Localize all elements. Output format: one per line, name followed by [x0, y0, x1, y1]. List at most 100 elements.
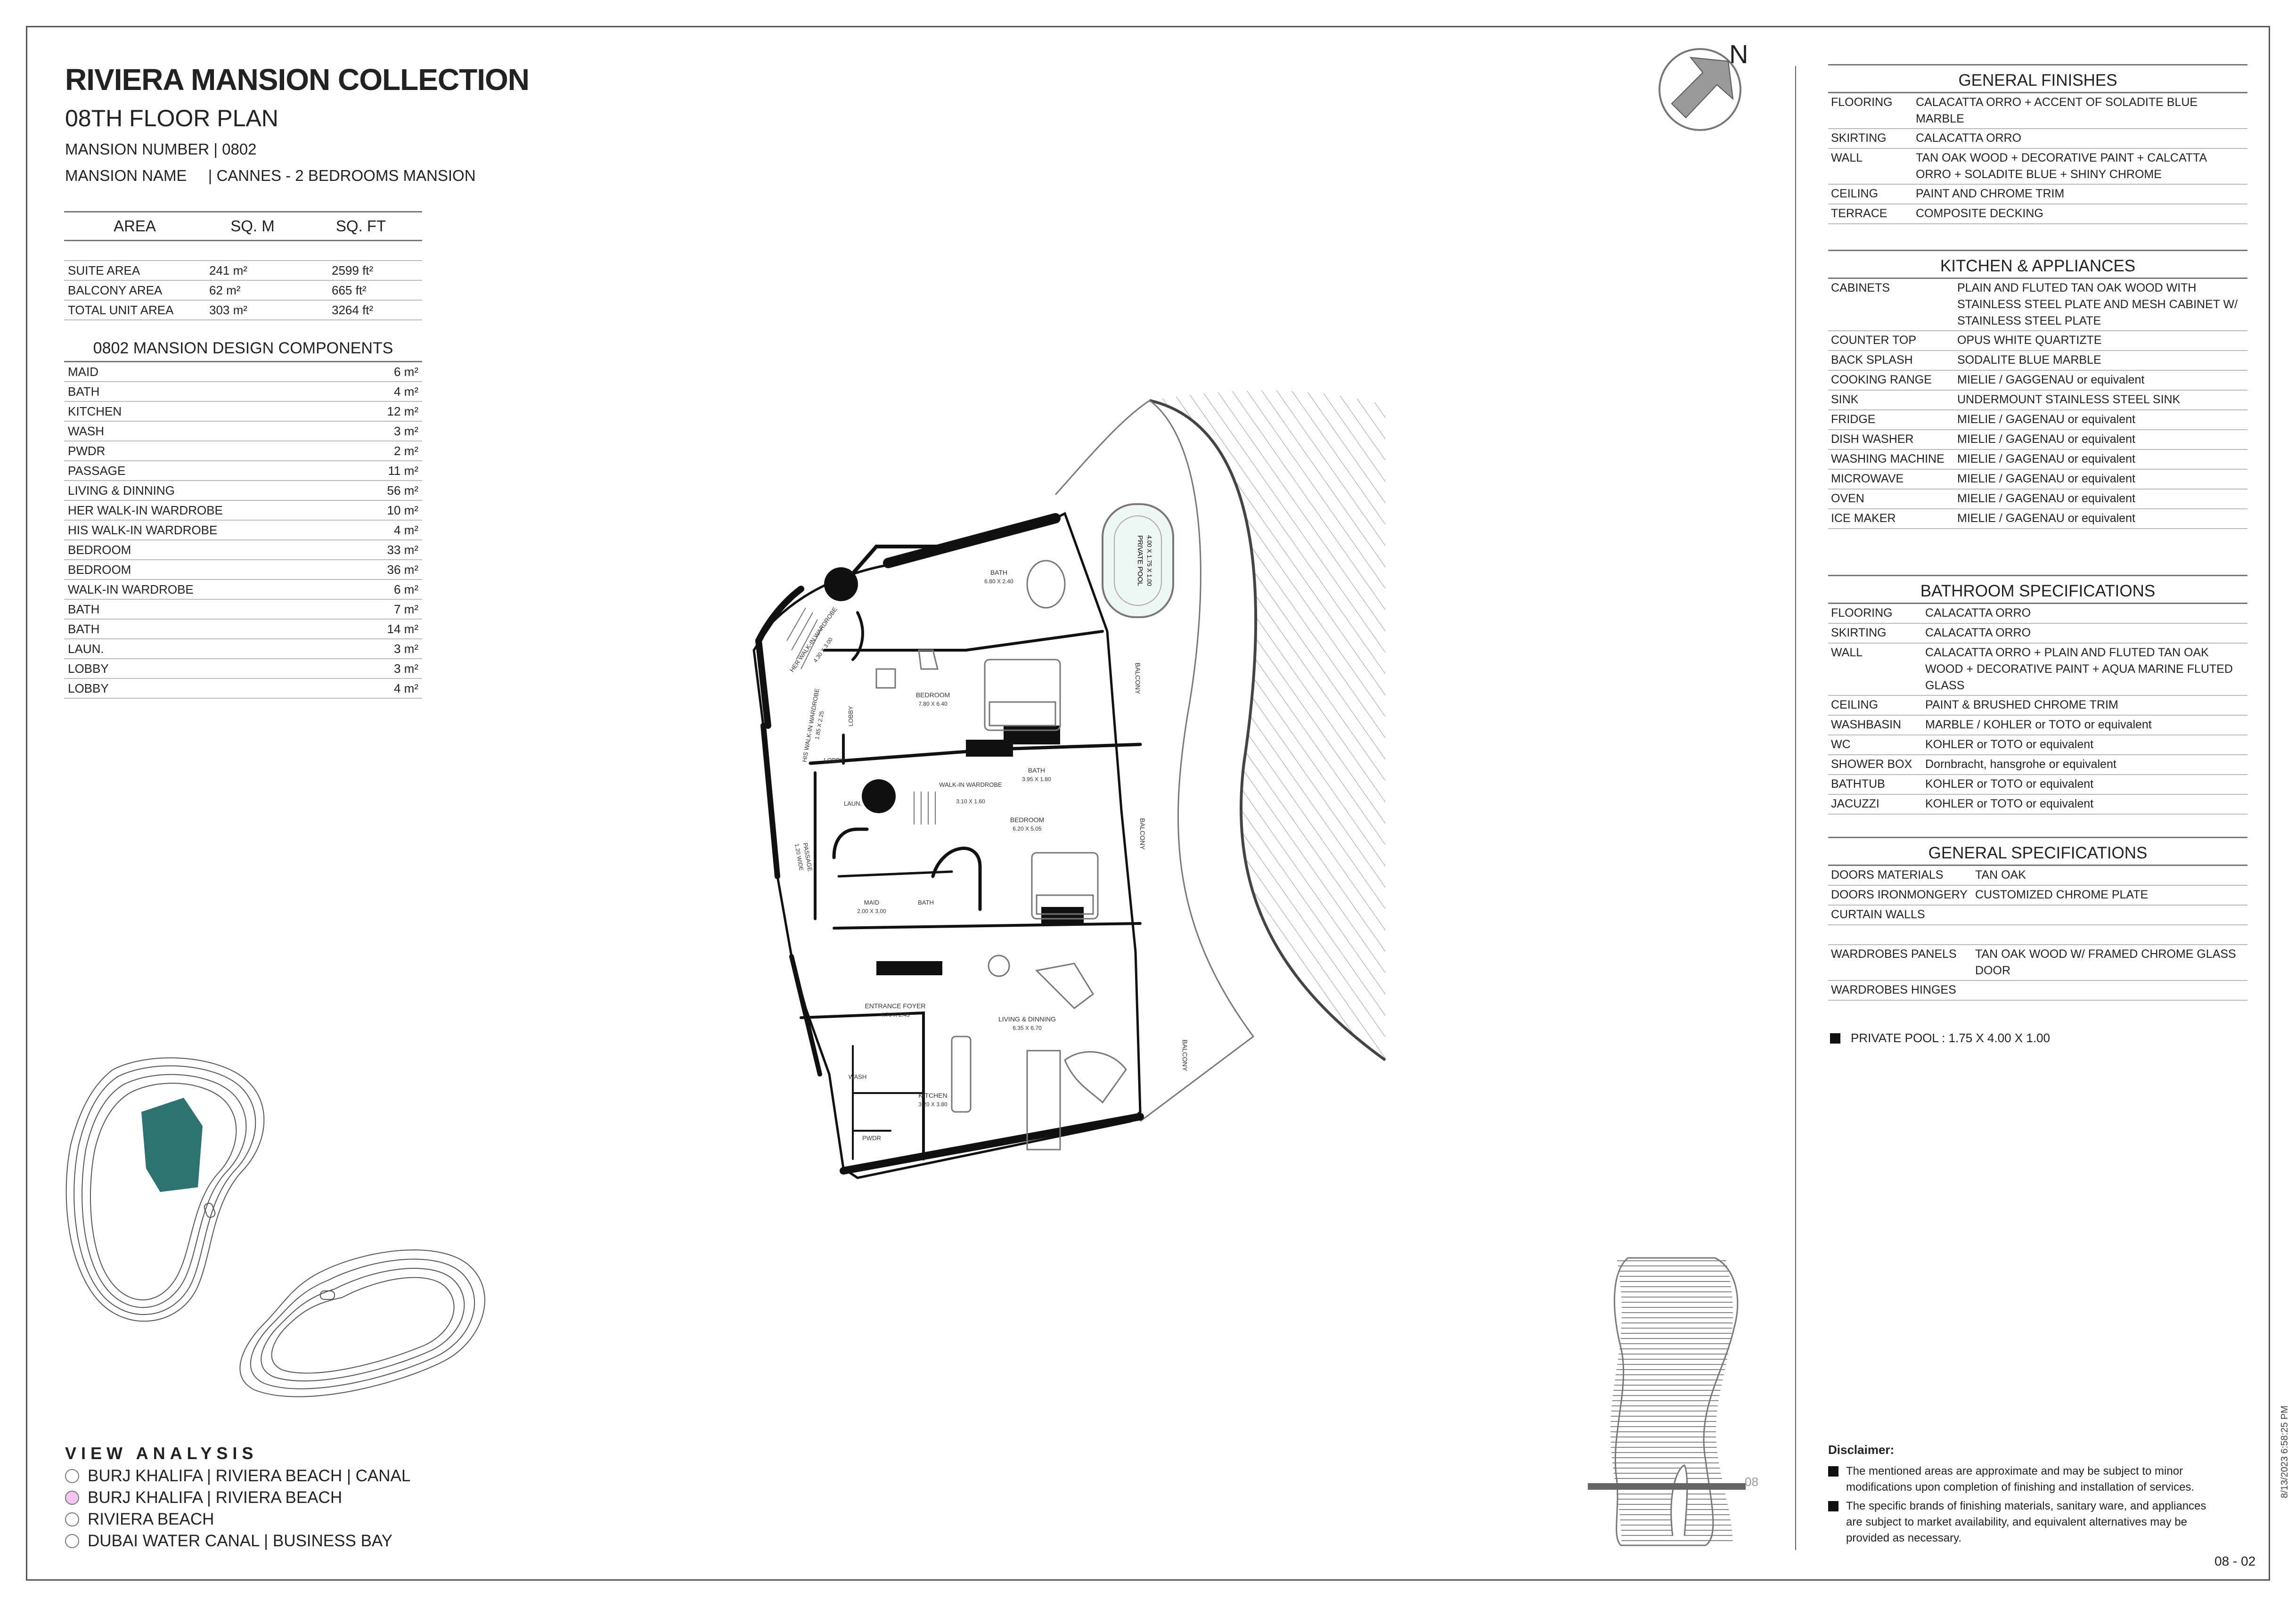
component-name: KITCHEN [68, 404, 122, 418]
spec-value: COMPOSITE DECKING [1916, 207, 2043, 220]
component-area: 14 m² [387, 621, 418, 636]
disclaimer-title: Disclaimer: [1828, 1443, 1895, 1457]
component-area: 3 m² [394, 661, 418, 676]
floor-title: 08TH FLOOR PLAN [65, 105, 278, 131]
component-name: BEDROOM [68, 562, 131, 577]
spec-value: OPUS WHITE QUARTIZTE [1957, 334, 2102, 347]
spec-value [1975, 982, 2245, 999]
area-row: BALCONY AREA 62 m² 665 ft² [64, 281, 422, 301]
spec-value: PAINT & BRUSHED CHROME TRIM [1925, 698, 2118, 711]
spec-row: CABINETS PLAIN AND FLUTED TAN OAK WOOD WI… [1828, 279, 2247, 331]
general-specs-title: GENERAL SPECIFICATIONS [1828, 837, 2247, 866]
spec-key: WALL [1831, 646, 1863, 659]
component-area: 6 m² [394, 364, 418, 379]
spec-key: SKIRTING [1831, 626, 1887, 639]
area-table: AREA SQ. M SQ. FT SUITE AREA 241 m² 2599… [64, 211, 422, 320]
component-name: BATH [68, 621, 100, 636]
spec-value [1975, 926, 2245, 943]
component-area: 3 m² [394, 424, 418, 438]
spec-value: PLAIN AND FLUTED TAN OAK WOOD WITH STAIN… [1957, 281, 2238, 327]
spec-value: CALACATTA ORRO + PLAIN AND FLUTED TAN OA… [1925, 646, 2233, 692]
bullet-square-icon [1830, 1033, 1840, 1044]
component-area: 4 m² [394, 384, 418, 399]
spec-key: COOKING RANGE [1831, 373, 1932, 386]
north-label: N [1729, 39, 1749, 69]
component-name: BATH [68, 384, 100, 399]
spec-value: Dornbracht, hansgrohe or equivalent [1925, 758, 2116, 771]
component-name: BATH [68, 602, 100, 616]
spec-value: MARBLE / KOHLER or TOTO or equivalent [1925, 718, 2152, 731]
column-divider [1795, 66, 1796, 1550]
area-table-header: AREA SQ. M SQ. FT [64, 211, 422, 241]
walkin-label: WALK-IN WARDROBE [939, 781, 1002, 788]
view-option: BURJ KHALIFA | RIVIERA BEACH [65, 1487, 410, 1509]
spec-value: TAN OAK WOOD W/ FRAMED CHROME GLASS DOOR [1975, 947, 2236, 977]
walkin-dim: 3.10 X 1.60 [956, 798, 985, 805]
spec-key: JACUZZI [1831, 797, 1879, 810]
disclaimer-item: The specific brands of finishing materia… [1828, 1498, 2214, 1546]
area-sqft: 2599 ft² [332, 263, 374, 278]
bedroom2-label: BEDROOM [1010, 816, 1044, 824]
spec-key: DOORS IRONMONGERY [1831, 888, 1968, 901]
spec-row: WALL CALACATTA ORRO + PLAIN AND FLUTED TA… [1828, 644, 2247, 696]
component-area: 56 m² [387, 483, 418, 498]
component-name: LAUN. [68, 641, 104, 656]
foyer-label: ENTRANCE FOYER [865, 1002, 925, 1010]
laun-label: LAUN. [844, 800, 862, 807]
component-name: WALK-IN WARDROBE [68, 582, 194, 596]
component-area: 4 m² [394, 681, 418, 695]
components-title: 0802 MANSION DESIGN COMPONENTS [64, 335, 422, 362]
spec-value: CUSTOMIZED CHROME PLATE [1975, 888, 2149, 901]
spec-row: DOORS IRONMONGERY CUSTOMIZED CHROME PLATE [1828, 886, 2247, 906]
area-spacer [64, 241, 422, 261]
view-option: DUBAI WATER CANAL | BUSINESS BAY [65, 1530, 410, 1552]
view-option-label: RIVIERA BEACH [88, 1510, 214, 1528]
spec-key: BATHTUB [1831, 777, 1885, 791]
north-arrow-icon [1659, 48, 1741, 131]
spec-key: WASHING MACHINE [1831, 452, 1945, 465]
disclaimer: Disclaimer: The mentioned areas are appr… [1828, 1442, 2214, 1549]
area-sqm: 241 m² [209, 263, 247, 278]
component-name: PASSAGE [68, 463, 126, 478]
bath1-label: BATH [990, 569, 1007, 576]
pool-note-text: PRIVATE POOL : 1.75 X 4.00 X 1.00 [1851, 1031, 2050, 1045]
spec-key: COUNTER TOP [1831, 334, 1917, 347]
component-name: LOBBY [68, 681, 109, 695]
bath2-dim: 3.95 X 1.80 [1022, 776, 1051, 783]
view-option-label: BURJ KHALIFA | RIVIERA BEACH [88, 1488, 343, 1507]
floor-plan: PRIVATE POOL 4.00 X 1.75 X 1.00 [752, 390, 1386, 1179]
area-sqm: 62 m² [209, 283, 241, 297]
lobby1-label: LOBBY [847, 706, 854, 726]
disclaimer-text: The mentioned areas are approximate and … [1846, 1465, 2195, 1494]
foyer-dim: 4.70 X 2.45 [881, 1012, 910, 1018]
spec-key: CABINETS [1831, 281, 1890, 294]
spec-key: SKIRTING [1831, 131, 1887, 145]
spec-value [1975, 906, 2245, 923]
timestamp: 8/13/2023 6:58:25 PM [2280, 1405, 2290, 1498]
spec-key: CEILING [1831, 187, 1879, 200]
component-area: 10 m² [387, 503, 418, 517]
spec-key: DISH WASHER [1831, 433, 1914, 446]
kitchen-label: KITCHEN [918, 1092, 947, 1099]
area-row: SUITE AREA 241 m² 2599 ft² [64, 261, 422, 281]
area-sqft: 3264 ft² [332, 302, 374, 317]
page-frame [26, 26, 2270, 1581]
component-name: BEDROOM [68, 542, 131, 557]
pool-dim: 4.00 X 1.75 X 1.00 [1146, 535, 1153, 586]
pwdr-label: PWDR [862, 1135, 881, 1142]
area-label: SUITE AREA [68, 263, 140, 278]
mansion-name: MANSION NAME | CANNES - 2 BEDROOMS MANSI… [65, 167, 476, 185]
